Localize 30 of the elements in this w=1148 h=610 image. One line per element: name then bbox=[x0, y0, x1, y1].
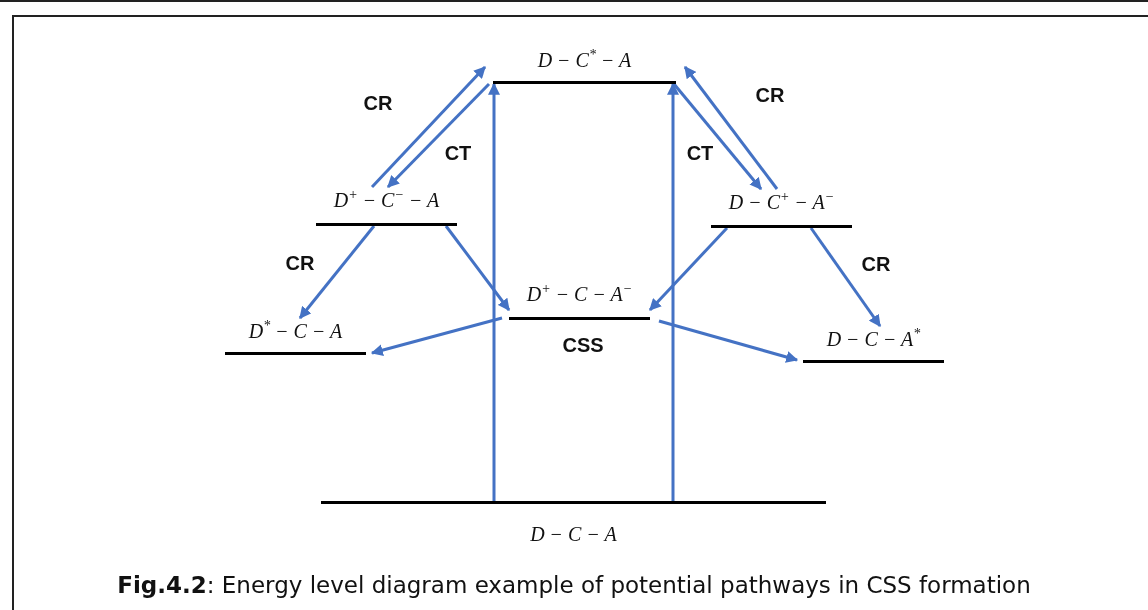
state-label: D − C − A bbox=[530, 522, 617, 547]
arrow bbox=[488, 82, 500, 501]
arrow bbox=[370, 316, 503, 356]
state-name: CSS bbox=[562, 333, 604, 357]
edge-label: CR bbox=[755, 83, 785, 107]
edge-label: CT bbox=[686, 141, 714, 165]
state-label: D − C$^{*}$ − A bbox=[537, 47, 632, 73]
state-label: D − C$^{+}$ − A$^{−}$ bbox=[728, 189, 835, 215]
edge-label: CR bbox=[861, 252, 891, 276]
arrow bbox=[667, 82, 679, 501]
state-label: D$^{+}$ − C$^{−}$ − A bbox=[333, 187, 440, 213]
arrow bbox=[809, 227, 882, 327]
arrow bbox=[298, 225, 376, 319]
edge-label: CT bbox=[444, 141, 472, 165]
arrow bbox=[386, 82, 491, 189]
energy-level bbox=[225, 318, 366, 355]
energy-level bbox=[803, 326, 944, 363]
edge-label: CR bbox=[363, 91, 393, 115]
state-label: D$^{+}$ − C − A$^{−}$ bbox=[526, 281, 633, 307]
state-label: D − C − A$^{*}$ bbox=[826, 326, 921, 352]
arrow bbox=[370, 65, 487, 189]
arrow bbox=[683, 66, 779, 190]
arrow bbox=[658, 319, 799, 363]
arrow bbox=[672, 83, 763, 190]
edge-label: CR bbox=[285, 251, 315, 275]
state-label: D$^{*}$ − C − A bbox=[248, 318, 343, 344]
figure-caption: Fig.4.2: Energy level diagram example of potential pathways in CSS formation bbox=[116, 572, 1032, 598]
arrow bbox=[648, 226, 729, 312]
arrow bbox=[444, 225, 511, 311]
energy-level bbox=[493, 47, 676, 84]
